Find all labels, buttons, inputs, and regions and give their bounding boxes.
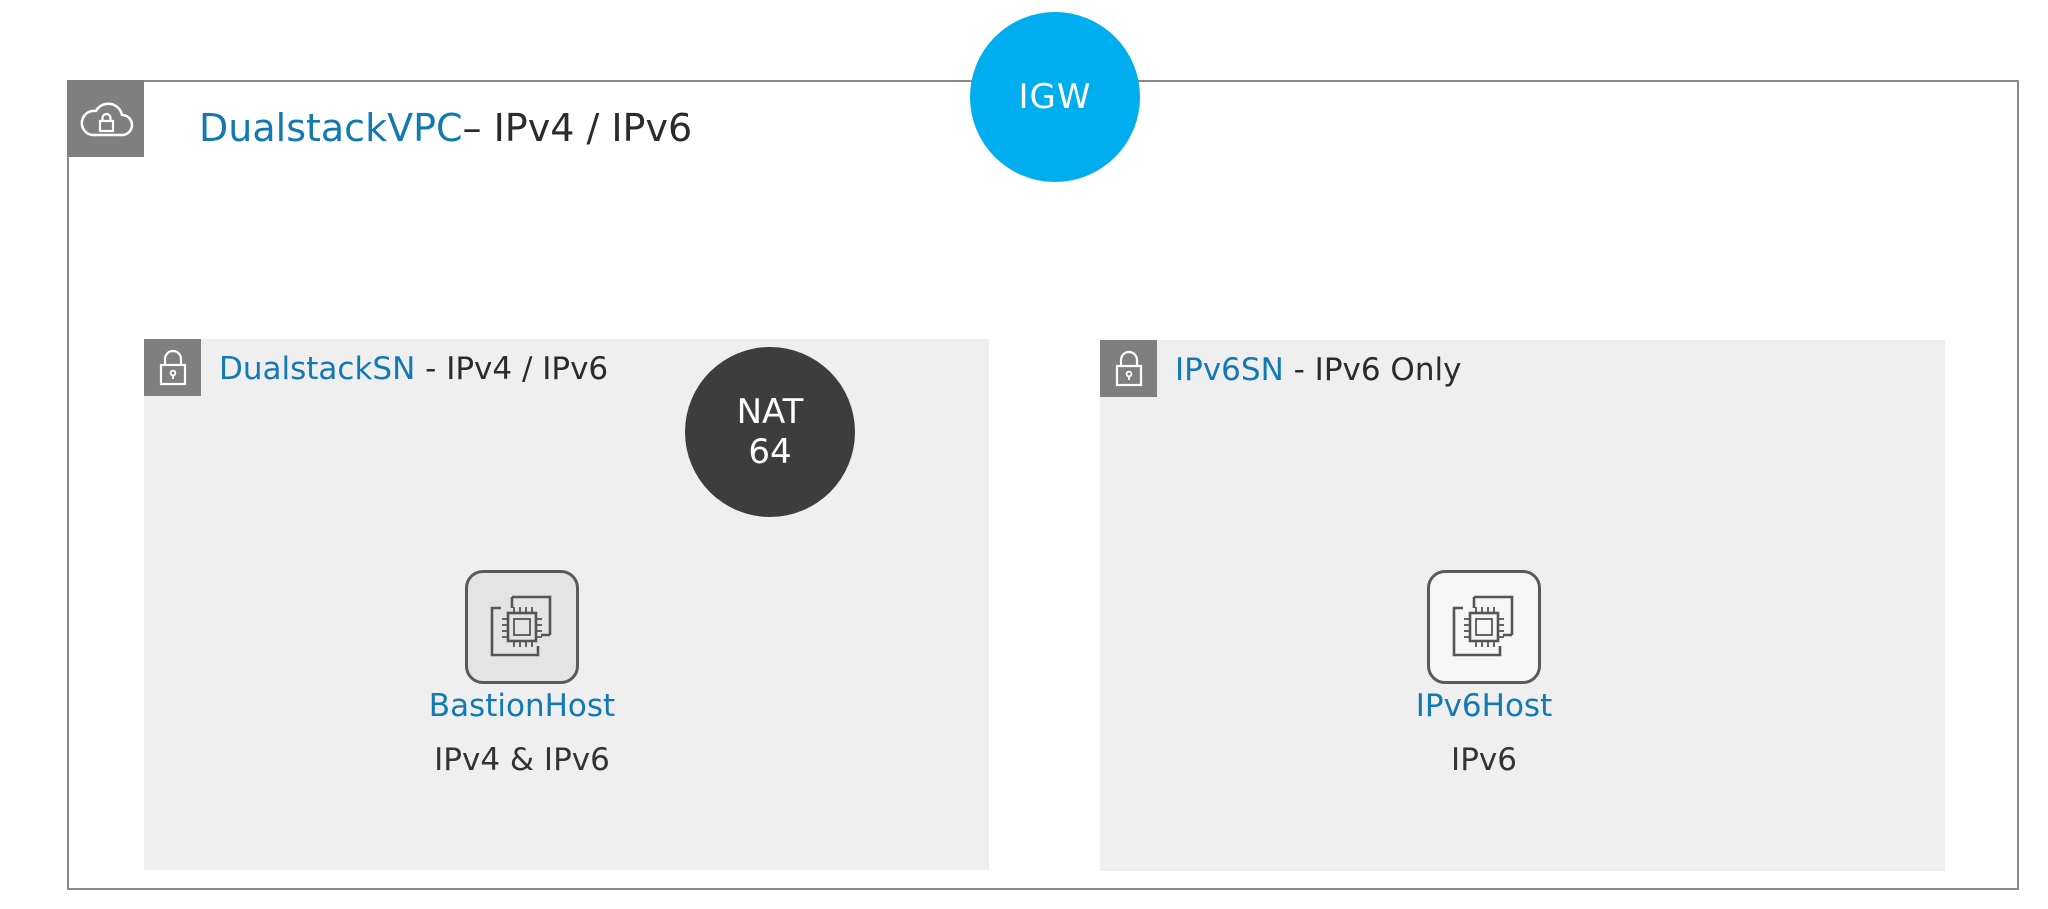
subnet-title: IPv6SN - IPv6 Only [1175, 351, 1461, 389]
subnet-suffix: - IPv4 / IPv6 [415, 351, 609, 387]
cloud-lock-icon [80, 102, 133, 136]
vpc-title: DualstackVPC– IPv4 / IPv6 [199, 104, 692, 152]
ec2-instance-icon [490, 595, 552, 657]
nat64-gateway: NAT 64 [685, 347, 855, 517]
subnet-title: DualstackSN - IPv4 / IPv6 [219, 350, 608, 388]
bastion-host-icon-box[interactable] [465, 570, 579, 684]
ipv6-host-protocol: IPv6 [1451, 742, 1517, 778]
igw-label: IGW [1018, 77, 1092, 117]
ipv6-host-name: IPv6Host [1415, 688, 1553, 724]
bastion-host-protocol: IPv4 & IPv6 [434, 742, 610, 778]
nat-label-line2: 64 [748, 432, 792, 472]
padlock-icon [159, 349, 186, 385]
internet-gateway: IGW [970, 12, 1140, 182]
bastion-host-name: BastionHost [428, 688, 616, 724]
subnet-dualstack: DualstackSN - IPv4 / IPv6 BastionHost IP… [144, 339, 989, 870]
vpc-suffix: – IPv4 / IPv6 [462, 106, 693, 150]
ipv6-host-icon-box[interactable] [1427, 570, 1541, 684]
subnet-badge [1100, 340, 1157, 397]
subnet-suffix: - IPv6 Only [1283, 352, 1462, 388]
subnet-ipv6: IPv6SN - IPv6 Only IPv6Host IPv6 [1100, 340, 1945, 871]
vpc-badge [67, 80, 144, 157]
subnet-name: IPv6SN [1175, 352, 1284, 388]
padlock-icon [1115, 350, 1142, 386]
vpc-name: DualstackVPC [199, 106, 463, 150]
nat-label-line1: NAT [736, 392, 804, 432]
subnet-name: DualstackSN [219, 351, 416, 387]
subnet-badge [144, 339, 201, 396]
ec2-instance-icon [1452, 595, 1514, 657]
